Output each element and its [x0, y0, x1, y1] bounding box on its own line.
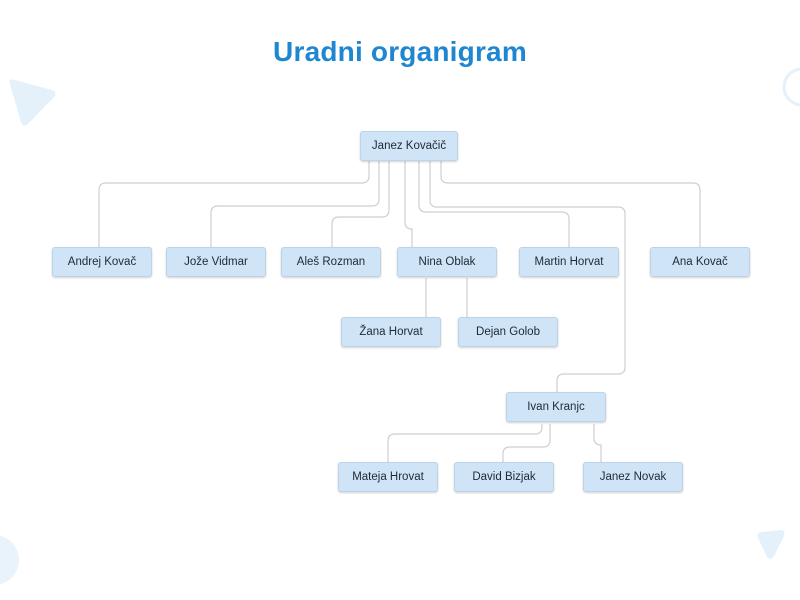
node-joze-vidmar[interactable]: Jože Vidmar: [166, 247, 266, 277]
circle-decoration-bottom-left: [0, 535, 19, 585]
node-ivan-kranjc[interactable]: Ivan Kranjc: [506, 392, 606, 422]
node-janez-novak[interactable]: Janez Novak: [583, 462, 683, 492]
connector-david: [502, 424, 551, 462]
node-martin-horvat[interactable]: Martin Horvat: [519, 247, 619, 277]
circle-decoration-top-right: [782, 67, 800, 107]
connector-joze: [210, 161, 380, 247]
node-janez-kovacic[interactable]: Janez Kovačič: [360, 131, 458, 161]
connector-ana: [440, 161, 701, 247]
connector-ales: [331, 161, 390, 247]
connector-mateja: [387, 424, 543, 462]
connector-janezn: [593, 424, 602, 462]
connector-andrej: [98, 161, 370, 247]
node-andrej-kovac[interactable]: Andrej Kovač: [52, 247, 152, 277]
triangle-decoration-bottom-right: [757, 530, 785, 559]
connector-nina: [404, 161, 413, 247]
page-title: Uradni organigram: [273, 36, 527, 67]
node-david-bizjak[interactable]: David Bizjak: [454, 462, 554, 492]
node-ana-kovac[interactable]: Ana Kovač: [650, 247, 750, 277]
node-ales-rozman[interactable]: Aleš Rozman: [281, 247, 381, 277]
node-mateja-hrovat[interactable]: Mateja Hrovat: [338, 462, 438, 492]
triangle-decoration-left: [9, 79, 56, 126]
connector-ivan: [429, 161, 626, 392]
node-nina-oblak[interactable]: Nina Oblak: [397, 247, 497, 277]
node-zana-horvat[interactable]: Žana Horvat: [341, 317, 441, 347]
node-dejan-golob[interactable]: Dejan Golob: [458, 317, 558, 347]
connector-martin: [418, 161, 570, 247]
